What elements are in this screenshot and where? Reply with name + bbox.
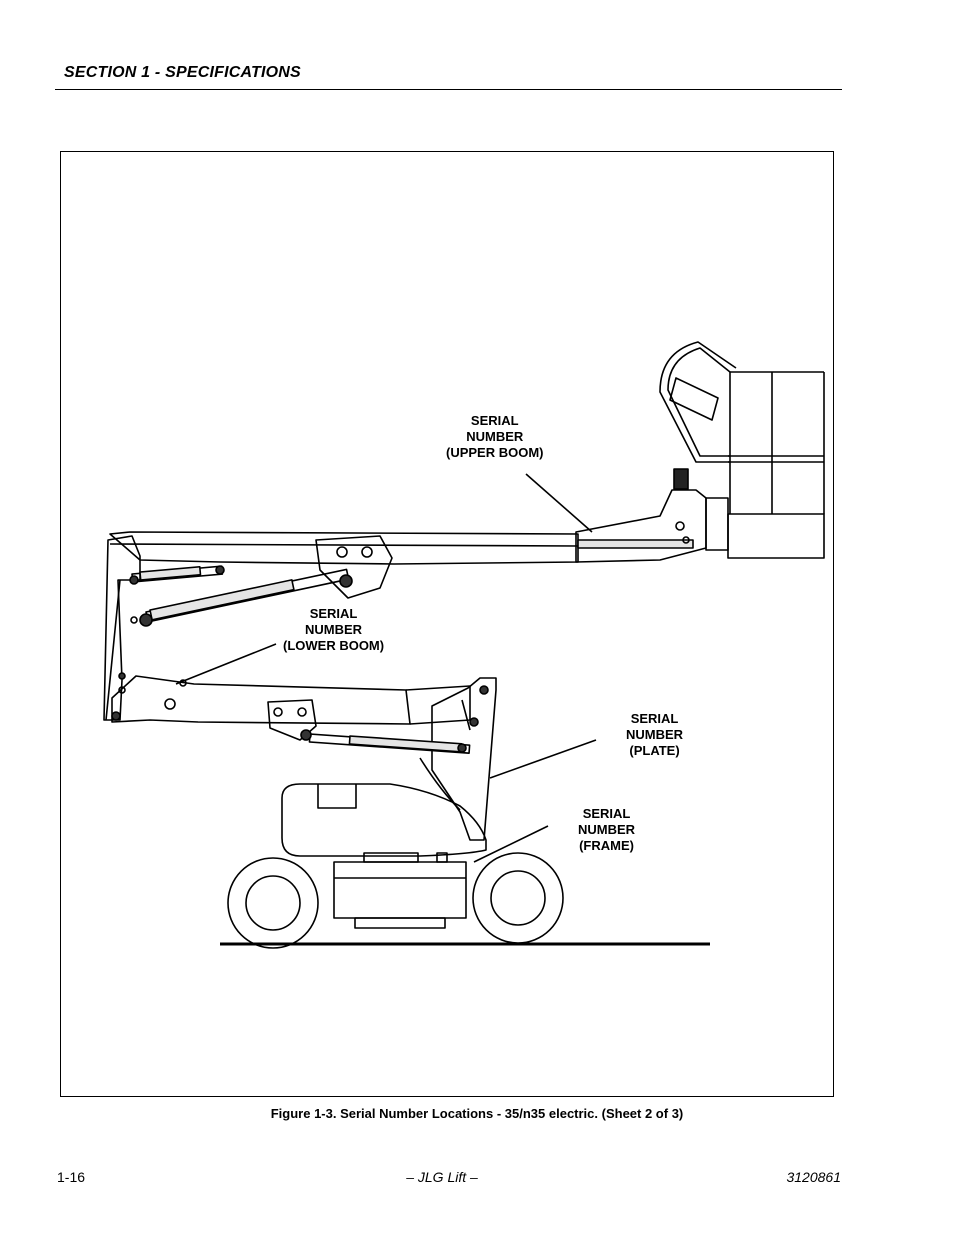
leader-frame [473,825,549,863]
callout-lower-boom: SERIAL NUMBER (LOWER BOOM) [283,606,385,653]
header-rule [55,89,842,90]
callout-upper-boom: SERIAL NUMBER (UPPER BOOM) [446,413,544,460]
leader-plate [489,739,597,779]
callout-plate: SERIAL NUMBER (PLATE) [626,711,684,758]
figure-caption: Figure 1-3. Serial Number Locations - 35… [270,1106,684,1121]
section-title: SECTION 1 - SPECIFICATIONS [64,64,301,81]
figure-frame [60,151,834,1097]
page-number: 1-16 [57,1169,86,1185]
leader-lower-boom [175,643,277,685]
leader-upper-boom [525,473,593,533]
callout-frame: SERIAL NUMBER (FRAME) [578,806,636,853]
document-number: 3120861 [786,1169,841,1185]
footer-publisher: – JLG Lift – [406,1169,478,1185]
